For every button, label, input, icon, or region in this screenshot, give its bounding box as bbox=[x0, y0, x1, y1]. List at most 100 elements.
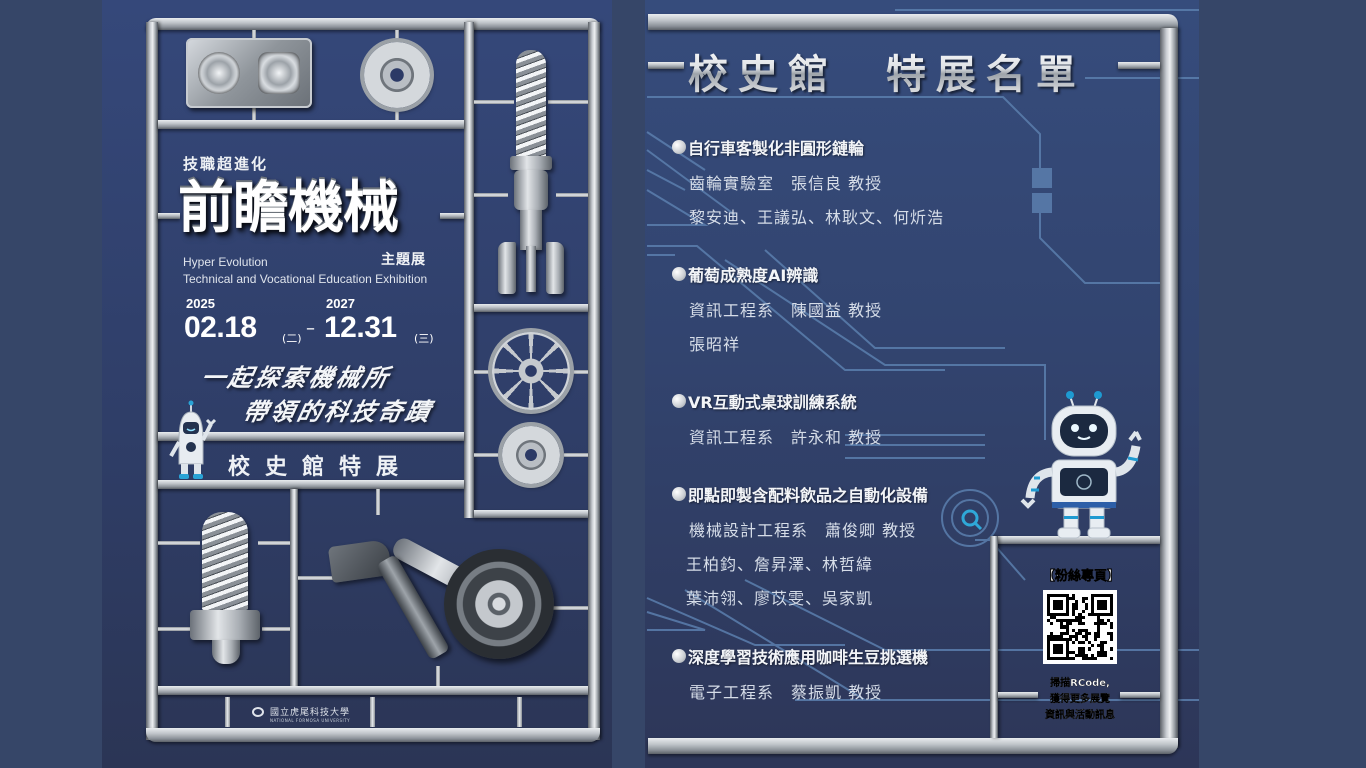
start-date: 02.18 bbox=[184, 311, 257, 344]
sprue-gate bbox=[258, 541, 290, 545]
gear-icon bbox=[364, 42, 430, 108]
qr-title: 【粉絲專頁】 bbox=[1042, 569, 1121, 585]
sprue-gate bbox=[262, 627, 290, 631]
project-title: 自行車客製化非圓形鏈輪 bbox=[672, 136, 944, 158]
english-title-line-2: Technical and Vocational Education Exhib… bbox=[183, 272, 428, 286]
title-rail-right bbox=[440, 213, 464, 219]
university-logo: 國立虎尾科技大學 bbox=[252, 705, 350, 718]
university-logo-icon bbox=[252, 706, 264, 717]
bullet-icon bbox=[672, 487, 686, 501]
frame-rail bbox=[1120, 692, 1160, 698]
bullet-icon bbox=[672, 394, 686, 408]
project-title: VR互動式桌球訓練系統 bbox=[672, 390, 882, 412]
project-advisor: 機械設計工程系 蕭俊卿 教授 bbox=[689, 521, 917, 540]
robot-mascot-icon bbox=[1020, 391, 1142, 539]
frame-rail bbox=[474, 510, 588, 518]
title-rail-right bbox=[1118, 62, 1160, 69]
landing-gear-icon bbox=[327, 515, 560, 675]
project-advisor: 電子工程系 蔡振凱 教授 bbox=[689, 683, 883, 702]
qr-caption: 掃描RCode, 獲得更多展覽 資訊與活動訊息 bbox=[1042, 676, 1118, 724]
frame-rail-right bbox=[1160, 28, 1178, 748]
poster-main-title: 前瞻機械 bbox=[178, 176, 448, 240]
sprue-gate bbox=[474, 370, 494, 374]
bullet-icon bbox=[672, 140, 686, 154]
sprue-gate bbox=[225, 697, 230, 727]
qr-caption-line: 資訊與活動訊息 bbox=[1045, 710, 1115, 721]
bullet-icon bbox=[672, 649, 686, 663]
sprue-gate bbox=[517, 697, 522, 727]
date-separator: – bbox=[306, 318, 315, 339]
spoked-gear-icon bbox=[492, 332, 570, 410]
list-title: 校史館 特展名單 bbox=[688, 42, 1086, 100]
project-advisor: 齒輪實驗室 張信良 教授 bbox=[689, 174, 883, 193]
qr-code-icon[interactable] bbox=[1043, 590, 1117, 664]
sprue-gate bbox=[370, 697, 375, 727]
frame-rail-top bbox=[648, 14, 1178, 30]
frame-rail-top bbox=[146, 18, 600, 30]
bullet-icon bbox=[672, 267, 686, 281]
start-year: 2025 bbox=[186, 296, 215, 311]
qr-caption-line: 獲得更多展覽 bbox=[1050, 694, 1110, 705]
start-weekday: (二) bbox=[282, 332, 302, 345]
sprue-gate bbox=[395, 108, 399, 120]
spring-bolt-icon bbox=[190, 512, 264, 667]
frame-rail bbox=[158, 432, 464, 441]
robot-mascot-icon bbox=[169, 400, 217, 479]
title-rail-left bbox=[648, 62, 684, 69]
project-members: 王柏鈞、詹昇澤、林哲緯 bbox=[686, 555, 874, 574]
project-entry: 自行車客製化非圓形鏈輪 齒輪實驗室 張信良 教授 黎安迪、王議弘、林耿文、何炘浩 bbox=[672, 136, 945, 227]
project-title: 即點即製含配料飲品之自動化設備 bbox=[672, 483, 928, 505]
frame-rail bbox=[158, 686, 588, 695]
project-title: 葡萄成熟度AI辨識 bbox=[672, 263, 882, 285]
end-date: 12.31 bbox=[324, 311, 397, 344]
frame-rail bbox=[290, 489, 298, 689]
project-members: 黎安迪、王議弘、林耿文、何炘浩 bbox=[689, 208, 945, 227]
sprue-gate bbox=[436, 666, 440, 686]
frame-rail-right bbox=[588, 22, 600, 740]
sprue-gate bbox=[564, 453, 588, 457]
sprue-gate bbox=[395, 30, 399, 42]
frame-rail bbox=[998, 692, 1038, 698]
end-weekday: (三) bbox=[414, 332, 434, 345]
title-rail-left bbox=[158, 213, 180, 219]
project-members: 葉沛翎、廖苡雯、吳家凱 bbox=[686, 589, 874, 608]
english-title-line-1: Hyper Evolution bbox=[183, 255, 268, 269]
frame-rail-bottom bbox=[146, 728, 600, 742]
sprue-gate bbox=[552, 606, 588, 610]
poster-subtitle: 技職超進化 bbox=[183, 155, 269, 173]
sprue-gate bbox=[474, 453, 498, 457]
qr-section: 【粉絲專頁】 掃描RCode, 獲得更多展覽 資訊與活動訊息 bbox=[1042, 565, 1121, 724]
qr-caption-line: 掃描RCode, bbox=[1050, 678, 1110, 689]
slogan-line-1: 一起探索機械所 bbox=[198, 364, 394, 392]
project-entry: 即點即製含配料飲品之自動化設備 機械設計工程系 蕭俊卿 教授 王柏鈞、詹昇澤、林… bbox=[672, 483, 928, 608]
sprue-gate bbox=[474, 193, 508, 197]
slogan-line-2: 帶領的科技奇蹟 bbox=[240, 398, 436, 426]
frame-rail-left bbox=[146, 22, 158, 740]
exhibit-banner: 校史館特展 bbox=[228, 455, 414, 480]
sprue-gate bbox=[252, 30, 256, 40]
frame-rail bbox=[158, 480, 464, 489]
sprue-gate bbox=[556, 193, 588, 197]
sprue-gate bbox=[298, 576, 334, 580]
sprue-gate bbox=[252, 108, 256, 120]
end-year: 2027 bbox=[326, 296, 355, 311]
sprue-gate bbox=[158, 541, 200, 545]
circuit-trace-icon bbox=[646, 9, 1199, 701]
sprue-gate bbox=[376, 489, 380, 515]
frame-rail bbox=[990, 536, 998, 738]
robot-claw-icon bbox=[496, 50, 566, 296]
project-advisor: 資訊工程系 許永和 教授 bbox=[689, 428, 883, 447]
frame-rail-bottom bbox=[648, 738, 1178, 754]
university-name: 國立虎尾科技大學 bbox=[270, 708, 351, 718]
university-name-en: NATIONAL FORMOSA UNIVERSITY bbox=[270, 718, 351, 723]
project-title: 深度學習技術應用咖啡生豆挑選機 bbox=[672, 645, 928, 667]
search-icon bbox=[961, 509, 979, 527]
frame-rail bbox=[158, 120, 464, 129]
frame-rail-divider bbox=[464, 22, 474, 518]
project-entry: 深度學習技術應用咖啡生豆挑選機 電子工程系 蔡振凱 教授 bbox=[672, 645, 928, 702]
sprue-gate bbox=[568, 370, 588, 374]
sprue-gate bbox=[548, 100, 588, 104]
theme-label: 主題展 bbox=[381, 252, 426, 268]
metal-plate-icon bbox=[186, 38, 312, 108]
project-advisor: 資訊工程系 陳國益 教授 bbox=[689, 301, 883, 320]
